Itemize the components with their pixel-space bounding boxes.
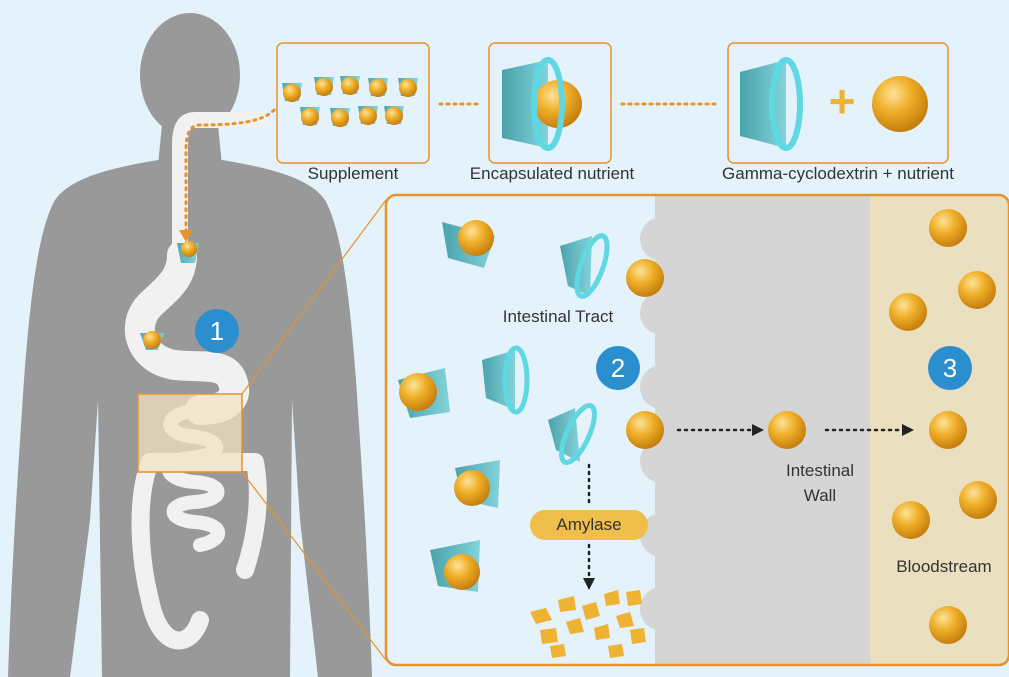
intestinal-tract-label: Intestinal Tract (503, 307, 614, 327)
nutrient-sphere (889, 293, 927, 331)
nutrient-sphere (626, 259, 664, 297)
nutrient-sphere (929, 411, 967, 449)
nutrient-sphere (768, 411, 806, 449)
nutrient-sphere (929, 209, 967, 247)
zoom-region-highlight (138, 394, 242, 472)
encapsulated-capsule (454, 460, 500, 508)
encapsulated-nutrient-label: Encapsulated nutrient (470, 164, 634, 184)
nutrient-sphere (892, 501, 930, 539)
supplement-box (277, 43, 429, 163)
supplement-label: Supplement (308, 164, 399, 184)
intestinal-wall-label-line2: Wall (804, 486, 836, 506)
plus-sign: + (829, 75, 856, 127)
bloodstream-label: Bloodstream (896, 557, 991, 577)
step-badge-3: 3 (928, 346, 972, 390)
intestinal-wall-label-line1: Intestinal (786, 461, 854, 481)
nutrient-sphere (958, 271, 996, 309)
nutrient-sphere (626, 411, 664, 449)
nutrient-sphere (929, 606, 967, 644)
nutrient-sphere-icon (872, 76, 928, 132)
step-badge-1: 1 (195, 309, 239, 353)
nutrient-sphere (959, 481, 997, 519)
amylase-label: Amylase (530, 510, 648, 540)
step-badge-2: 2 (596, 346, 640, 390)
gamma-cyclodextrin-nutrient-label: Gamma-cyclodextrin + nutrient (722, 164, 954, 184)
